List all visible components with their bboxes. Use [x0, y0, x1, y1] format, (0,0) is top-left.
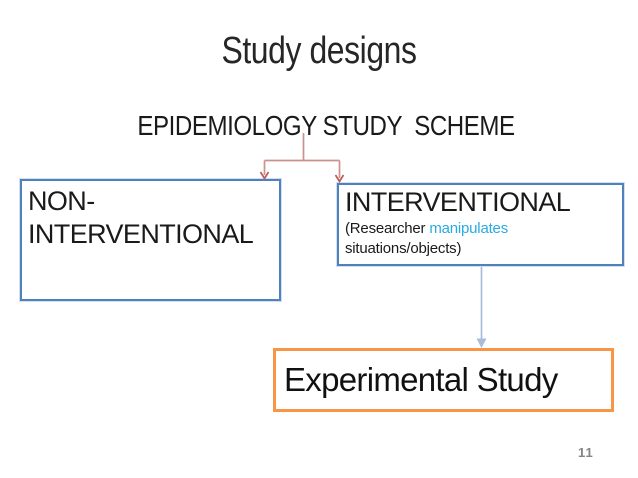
scheme-subtitle: EPIDEMIOLOGY STUDY SCHEME — [137, 110, 515, 141]
interventional-box: INTERVENTIONAL (Researcher manipulates s… — [337, 183, 624, 266]
non-interventional-label: NON-INTERVENTIONAL — [28, 186, 254, 249]
interventional-subtext-highlight: manipulates — [429, 220, 508, 238]
interventional-subtext-prefix: (Researcher — [345, 220, 426, 238]
non-interventional-box: NON-INTERVENTIONAL — [20, 179, 281, 301]
experimental-study-label: Experimental Study — [284, 361, 558, 398]
right-branch-arrowhead-icon — [334, 174, 345, 184]
page-number: 11 — [578, 445, 594, 460]
interventional-label: INTERVENTIONAL — [345, 187, 571, 217]
left-branch-arrowhead-icon — [259, 171, 270, 181]
interventional-subtext-suffix: situations/objects) — [345, 240, 462, 258]
interventional-subtext: (Researcher manipulates situations/objec… — [345, 219, 616, 260]
blue-connector-arrowhead-icon — [476, 338, 487, 348]
slide-title: Study designs — [221, 30, 417, 72]
experimental-study-box: Experimental Study — [273, 348, 614, 412]
